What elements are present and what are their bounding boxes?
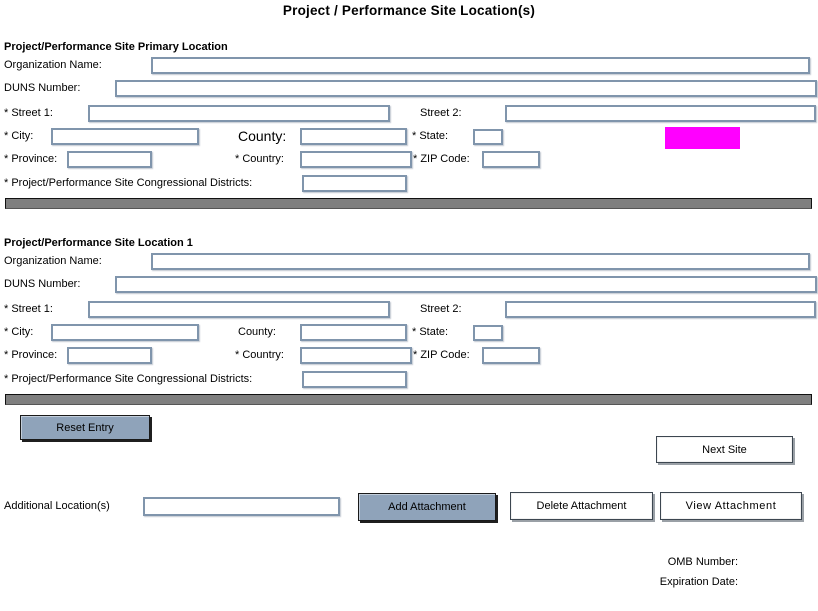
additional-locations-label: Additional Location(s): [4, 500, 110, 512]
next-site-button[interactable]: Next Site: [656, 436, 793, 463]
state-label: * State:: [412, 326, 449, 338]
county-input[interactable]: [300, 128, 407, 145]
province-input[interactable]: [67, 151, 152, 168]
county-input-2[interactable]: [300, 324, 407, 341]
country-input-2[interactable]: [300, 347, 412, 364]
state-label: * State:: [412, 130, 449, 142]
organization-name-label: Organization Name:: [4, 59, 102, 71]
country-label: * Country:: [235, 349, 284, 361]
county-label: County:: [238, 326, 276, 338]
delete-attachment-button[interactable]: Delete Attachment: [510, 492, 653, 520]
page-title: Project / Performance Site Location(s): [282, 3, 536, 18]
reset-entry-button[interactable]: Reset Entry: [20, 415, 150, 440]
organization-name-label: Organization Name:: [4, 255, 102, 267]
congressional-districts-input-2[interactable]: [302, 371, 407, 388]
state-input[interactable]: [473, 129, 503, 145]
congressional-districts-label: * Project/Performance Site Congressional…: [4, 373, 253, 385]
city-input[interactable]: [51, 128, 199, 145]
street1-label: * Street 1:: [4, 303, 53, 315]
city-input-2[interactable]: [51, 324, 199, 341]
street1-label: * Street 1:: [4, 107, 53, 119]
duns-number-input[interactable]: [115, 80, 817, 97]
province-label: * Province:: [4, 349, 58, 361]
additional-locations-input[interactable]: [143, 497, 340, 516]
province-input-2[interactable]: [67, 347, 152, 364]
zip-code-label: * ZIP Code:: [413, 349, 470, 361]
section-divider-bar: [5, 394, 812, 405]
street1-input-2[interactable]: [88, 301, 390, 318]
state-input-2[interactable]: [473, 325, 503, 341]
view-attachment-button[interactable]: View Attachment: [660, 492, 802, 520]
organization-name-input[interactable]: [151, 57, 810, 74]
zip-code-input-2[interactable]: [482, 347, 540, 364]
duns-number-input-2[interactable]: [115, 276, 817, 293]
country-label: * Country:: [235, 153, 284, 165]
add-attachment-button[interactable]: Add Attachment: [358, 493, 496, 521]
primary-location-section: Project/Performance Site Primary Locatio…: [0, 41, 818, 213]
congressional-districts-input[interactable]: [302, 175, 407, 192]
province-label: * Province:: [4, 153, 58, 165]
section-header-location-1: Project/Performance Site Location 1: [4, 237, 193, 249]
city-label: * City:: [4, 130, 34, 142]
duns-number-label: DUNS Number:: [4, 82, 81, 94]
street1-input[interactable]: [88, 105, 390, 122]
street2-label: Street 2:: [420, 107, 462, 119]
congressional-districts-label: * Project/Performance Site Congressional…: [4, 177, 253, 189]
street2-label: Street 2:: [420, 303, 462, 315]
city-label: * City:: [4, 326, 34, 338]
duns-number-label: DUNS Number:: [4, 278, 81, 290]
zip-code-input[interactable]: [482, 151, 540, 168]
street2-input[interactable]: [505, 105, 816, 122]
country-input[interactable]: [300, 151, 412, 168]
magenta-highlight-box: [665, 127, 740, 149]
organization-name-input-2[interactable]: [151, 253, 810, 270]
street2-input-2[interactable]: [505, 301, 816, 318]
expiration-date-label: Expiration Date:: [659, 576, 738, 588]
location-1-section: Project/Performance Site Location 1 Orga…: [0, 237, 818, 409]
zip-code-label: * ZIP Code:: [413, 153, 470, 165]
section-header-primary: Project/Performance Site Primary Locatio…: [4, 41, 228, 53]
omb-number-label: OMB Number:: [667, 556, 738, 568]
section-divider-bar: [5, 198, 812, 209]
county-label: County:: [238, 128, 287, 144]
